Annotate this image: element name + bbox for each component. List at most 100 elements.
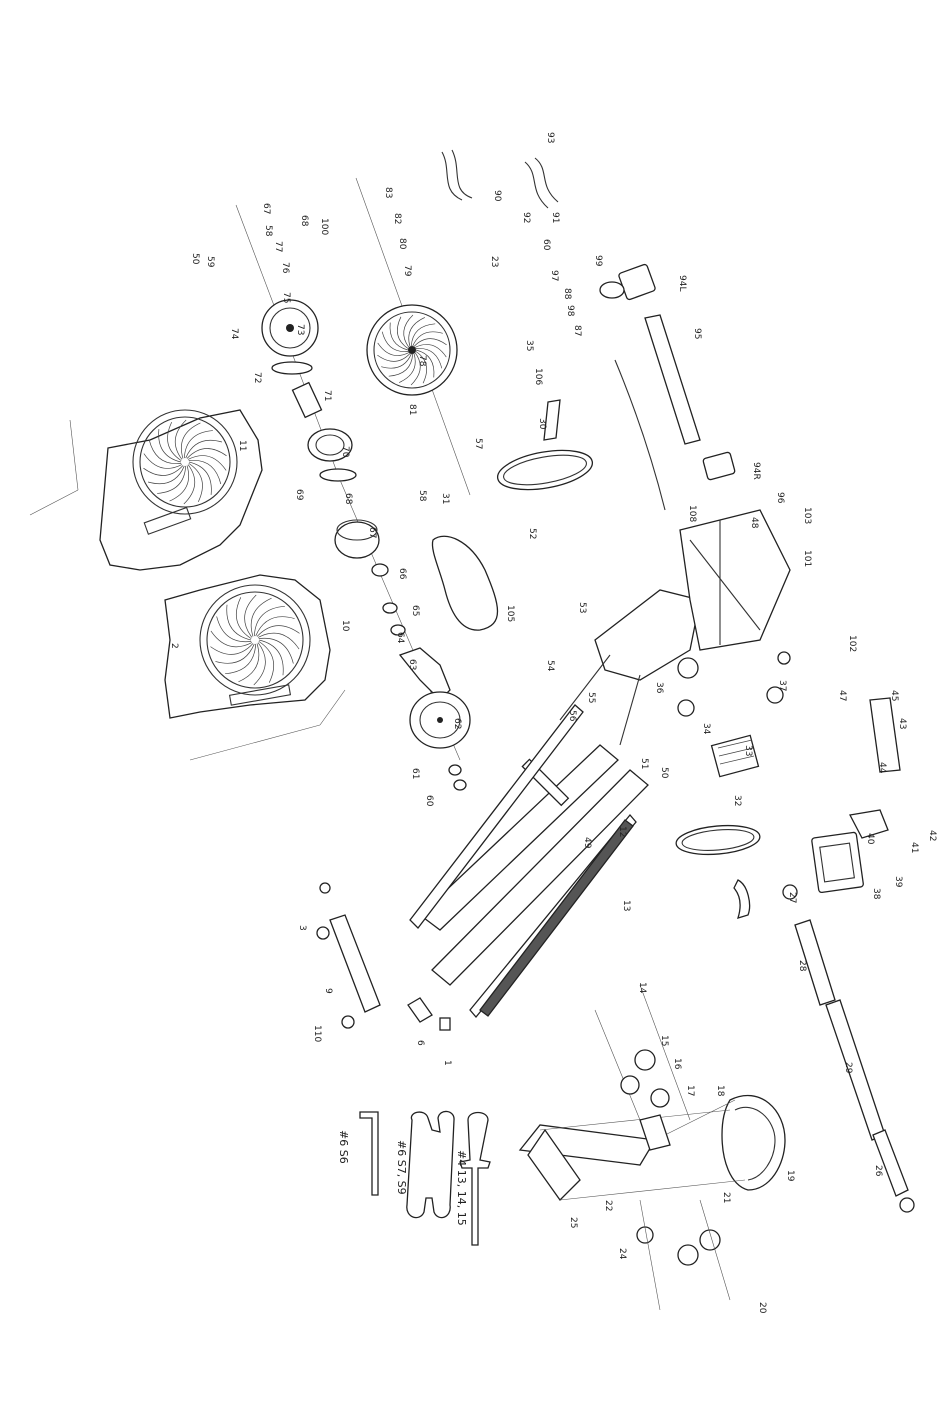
part-callout: 48: [749, 517, 759, 529]
tool-caption: #6 S6: [337, 1130, 350, 1164]
part-callout: 3: [297, 925, 307, 931]
pulley-stack: [235, 204, 471, 791]
flywheel: [355, 177, 471, 496]
part-callout: 58: [417, 490, 427, 502]
part-callout: 31: [440, 493, 450, 504]
part-callout: 53: [577, 602, 587, 613]
part-callout: 55: [586, 692, 596, 703]
part-callout: 88: [562, 288, 572, 300]
part-callout: 63: [407, 659, 417, 670]
part-callout: 21: [721, 1192, 731, 1203]
part-callout: 22: [603, 1200, 613, 1211]
part-callout: 61: [410, 768, 420, 779]
part-callout: 19: [785, 1170, 795, 1182]
part-callout: 98: [565, 305, 575, 317]
part-callout: 64: [395, 632, 405, 644]
part-callout: 91: [550, 212, 560, 223]
part-callout: 77: [273, 241, 283, 252]
part-callout: 37: [777, 680, 787, 691]
part-callout: 60: [541, 239, 551, 251]
spanner-wrench: [406, 1110, 455, 1219]
part-callout: 58: [263, 225, 273, 237]
part-callout: 39: [893, 876, 903, 888]
part-callout: 43: [897, 718, 907, 729]
part-callout: 81: [407, 404, 417, 415]
part-callout: 11: [237, 440, 247, 451]
part-callout: 62: [452, 718, 462, 729]
part-callout: 73: [295, 324, 305, 335]
part-callout: 78: [417, 355, 427, 367]
part-callout: 26: [873, 1165, 883, 1177]
part-callout: 38: [871, 888, 881, 900]
part-callout: 69: [294, 489, 304, 501]
part-callout: 105: [505, 605, 515, 622]
part-callout: 57: [473, 438, 483, 449]
part-callout: 94R: [751, 462, 761, 480]
part-callout: 17: [685, 1085, 695, 1096]
part-callout: 79: [402, 265, 412, 277]
part-callout: 76: [280, 262, 290, 274]
part-callout: 47: [837, 690, 847, 701]
part-callout: 41: [909, 842, 919, 853]
part-callout: 28: [797, 960, 807, 972]
part-callout: 71: [322, 390, 332, 401]
tool-caption: #6 S7, S9: [395, 1140, 408, 1195]
seat-assembly: [518, 984, 786, 1311]
part-callout: 108: [687, 505, 697, 522]
part-callout: 67: [261, 203, 271, 214]
part-callout: 50: [190, 253, 200, 265]
part-callout: 35: [524, 340, 534, 351]
front-stabilizer: [316, 882, 451, 1031]
cables: [441, 149, 559, 209]
part-callout: 60: [424, 795, 434, 807]
part-callout: 92: [521, 212, 531, 223]
part-callout: 6: [415, 1040, 425, 1046]
allen-wrench: [359, 1111, 379, 1196]
part-callout: 106: [533, 368, 543, 385]
part-callout: 18: [715, 1085, 725, 1097]
part-callout: 30: [537, 418, 547, 430]
part-callout: 54: [545, 660, 555, 672]
part-callout: 24: [617, 1248, 627, 1260]
tool-captions: #6 S7, S9#4 13, 14, 15#6 S6: [337, 1130, 468, 1226]
part-callout: 25: [568, 1217, 578, 1228]
part-callout: 67: [367, 527, 377, 538]
part-callout: 1: [442, 1060, 452, 1066]
console-group: [677, 651, 901, 894]
part-callout: 20: [757, 1302, 767, 1314]
rails: [409, 704, 634, 1017]
part-callout: 70: [340, 446, 350, 458]
part-callout: 50: [659, 767, 669, 779]
part-callout: 102: [847, 635, 857, 652]
part-callout: 15: [659, 1035, 669, 1046]
part-callout: 96: [775, 492, 785, 504]
part-callout: 13: [621, 900, 631, 911]
part-callout: 110: [312, 1025, 322, 1042]
part-callout: 10: [340, 620, 350, 632]
part-callout: 32: [732, 795, 742, 806]
part-callout: 42: [927, 830, 937, 841]
part-callout: 23: [489, 256, 499, 267]
part-callout: 36: [654, 682, 664, 694]
part-callout: 40: [865, 833, 875, 845]
part-callout: 65: [410, 605, 420, 616]
part-callout: 100: [319, 218, 329, 235]
part-callout: 103: [802, 507, 812, 524]
part-callout: 29: [843, 1062, 853, 1074]
part-callout: 74: [229, 328, 239, 340]
part-callout: 99: [593, 255, 603, 267]
part-callout: 2: [169, 643, 179, 649]
part-callout: 33: [743, 745, 753, 756]
part-callout: 12: [617, 826, 627, 837]
part-callout: 34: [701, 723, 711, 735]
part-callout: 44: [877, 762, 887, 774]
part-callout: 66: [397, 568, 407, 580]
part-callout: 93: [545, 132, 555, 143]
part-callout: 68: [299, 215, 309, 227]
part-callout: 59: [205, 256, 215, 268]
part-callout: 49: [582, 837, 592, 849]
part-callout: 94L: [677, 275, 687, 291]
cross-wrench: [459, 1111, 491, 1246]
